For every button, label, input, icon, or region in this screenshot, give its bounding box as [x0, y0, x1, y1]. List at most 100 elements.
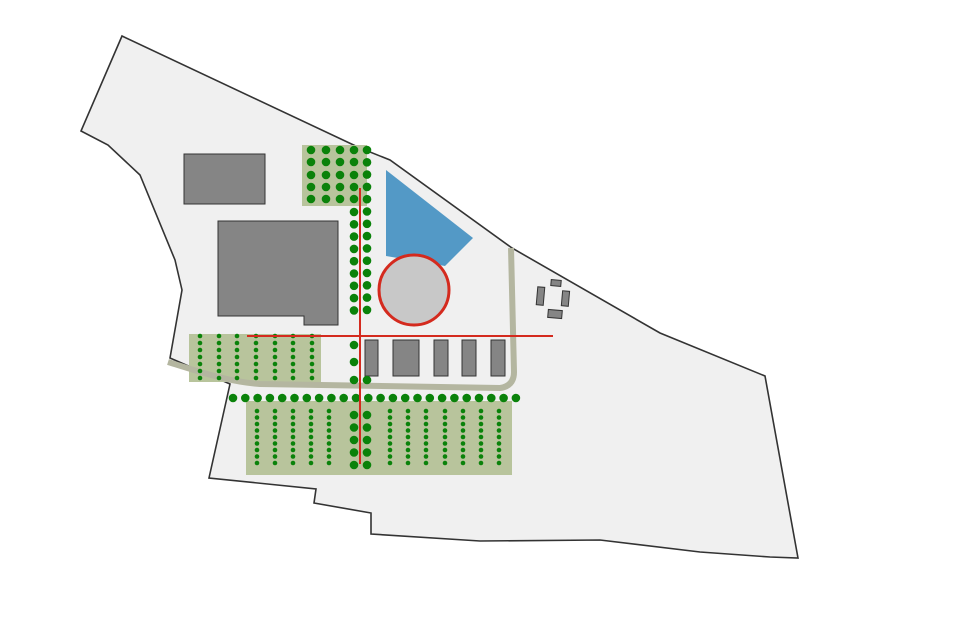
tree [442, 454, 448, 459]
tree [216, 340, 222, 346]
tree [351, 393, 361, 403]
tree [511, 393, 521, 403]
tree [496, 428, 502, 433]
tree [197, 340, 203, 346]
tree [405, 415, 411, 420]
tree [234, 375, 240, 381]
tree [496, 415, 502, 420]
tree [362, 231, 372, 241]
tree [478, 447, 484, 453]
tree [362, 158, 372, 167]
tree [496, 447, 502, 453]
tree [423, 421, 429, 427]
tree [460, 460, 466, 466]
tree [272, 415, 278, 420]
tree [442, 434, 448, 440]
tree [442, 441, 448, 446]
shed-5 [490, 339, 506, 377]
tree [442, 447, 448, 453]
tree [216, 347, 222, 353]
footpath [167, 247, 518, 392]
tree [362, 460, 372, 470]
tree [254, 447, 260, 453]
tree [272, 340, 278, 346]
tree [234, 361, 240, 367]
tree [254, 428, 260, 433]
tree [326, 408, 332, 414]
tree [387, 408, 393, 414]
tree [290, 347, 296, 353]
tree [413, 393, 422, 403]
tree [308, 460, 314, 466]
tree [362, 423, 372, 432]
tree [423, 408, 429, 414]
tree [462, 393, 472, 403]
tree [349, 269, 359, 278]
tree [362, 256, 372, 266]
tree [442, 428, 448, 433]
tree [349, 157, 359, 167]
tree [425, 393, 435, 403]
tree [496, 454, 502, 459]
tree [478, 415, 484, 420]
tree [321, 170, 331, 180]
trees [197, 145, 521, 470]
tree [309, 368, 315, 374]
tree [460, 428, 466, 433]
tree [253, 354, 259, 360]
tree [496, 460, 502, 466]
tree [254, 454, 260, 459]
tree [308, 428, 314, 433]
tree [376, 393, 385, 403]
tree [349, 170, 359, 180]
tree [339, 393, 349, 403]
tree [364, 393, 373, 403]
tree [290, 434, 296, 440]
tree [349, 375, 359, 385]
tree [326, 434, 332, 440]
tree [478, 428, 484, 433]
tree [290, 454, 296, 459]
tree [423, 434, 429, 440]
tree [496, 434, 502, 440]
tree [349, 145, 359, 155]
tree [362, 194, 372, 204]
tree [326, 460, 332, 466]
tree [272, 428, 278, 433]
orchard-bottom [246, 401, 512, 475]
tree [405, 434, 411, 440]
shed-1 [364, 339, 379, 377]
tree [335, 194, 345, 204]
tree [309, 340, 315, 346]
tree [302, 393, 312, 403]
shed-3 [433, 339, 449, 377]
tree [349, 232, 359, 241]
tree [321, 194, 331, 204]
tree [362, 145, 372, 155]
tree [400, 393, 410, 403]
tree [349, 281, 359, 291]
tree [197, 354, 203, 360]
tree [349, 293, 359, 303]
tree [306, 170, 316, 180]
pond [386, 170, 473, 266]
tree [254, 441, 260, 446]
tree [335, 145, 345, 155]
tree [326, 454, 332, 459]
tree [216, 333, 222, 339]
tree [478, 408, 484, 414]
tree [460, 454, 466, 459]
tree [290, 375, 296, 381]
shed-4 [461, 339, 477, 377]
tree [362, 410, 372, 420]
tree [272, 347, 278, 353]
tree [478, 454, 484, 459]
tree [216, 368, 222, 374]
tree [308, 434, 314, 440]
tree [309, 354, 315, 360]
tree [290, 428, 296, 433]
tree [253, 393, 262, 403]
tree [290, 354, 296, 360]
tree [349, 256, 359, 266]
tree [362, 244, 372, 253]
